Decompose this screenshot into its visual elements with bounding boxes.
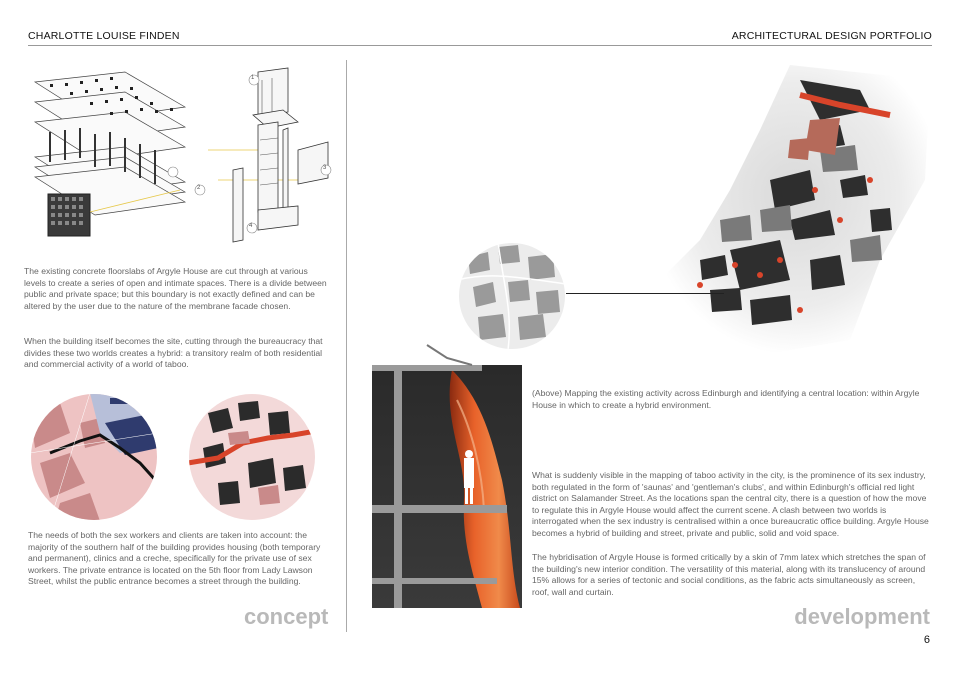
map-caption: (Above) Mapping the existing activity ac… [532, 388, 920, 410]
edinburgh-activity-map [640, 60, 940, 360]
concept-section-label: concept [244, 604, 329, 629]
label-3: 3 [323, 165, 327, 171]
facade-component-axonometric: 1 2 3 4 [188, 60, 338, 245]
label-4: 4 [249, 223, 253, 229]
column-divider [346, 60, 347, 632]
human-figure [464, 458, 474, 488]
floorslab-axonometric [30, 62, 190, 247]
concept-paragraph-2: When the building itself becomes the sit… [24, 336, 323, 370]
zoomed-location-circle [458, 242, 566, 350]
site-plan-circle-1 [30, 393, 158, 521]
page-number: 6 [923, 634, 930, 646]
label-1: 1 [251, 75, 255, 81]
label-2: 2 [197, 185, 201, 191]
development-section-label: development [794, 604, 930, 629]
site-plan-circle-2 [188, 393, 316, 521]
portfolio-title: ARCHITECTURAL DESIGN PORTFOLIO [731, 30, 932, 42]
development-paragraph-1: What is suddenly visible in the mapping … [532, 470, 929, 538]
latex-skin-section [372, 340, 522, 608]
author-name: CHARLOTTE LOUISE FINDEN [28, 30, 180, 42]
map-leader-line [566, 293, 724, 294]
development-paragraph-2: The hybridisation of Argyle House is for… [532, 552, 926, 597]
header-divider [28, 45, 932, 46]
concept-paragraph-3: The needs of both the sex workers and cl… [28, 530, 321, 587]
concept-paragraph-1: The existing concrete floorslabs of Argy… [24, 266, 327, 311]
